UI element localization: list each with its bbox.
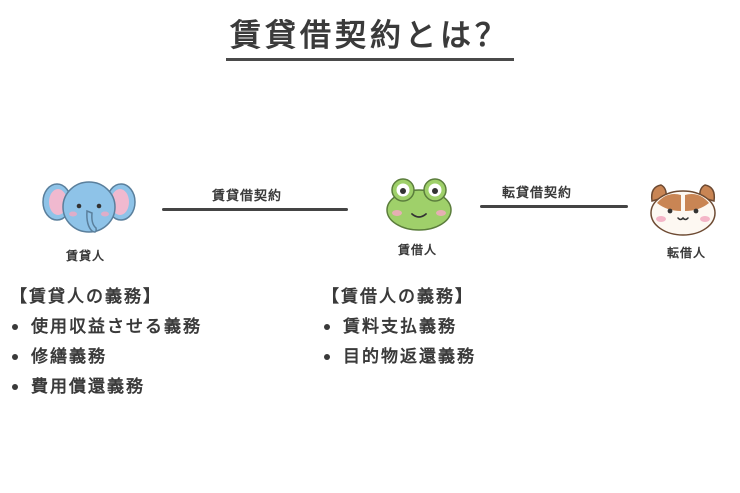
lessee-duties-heading: 【賃借人の義務】 — [322, 287, 474, 307]
page-title: 賃貸借契約とは？ — [0, 10, 740, 61]
lease-contract-label: 賃貸借契約 — [212, 189, 283, 204]
title-text: 賃貸借契約とは？ — [226, 10, 514, 61]
sublease-contract-line — [480, 205, 628, 208]
lessee-duties-list: 賃料支払義務 目的物返還義務 — [322, 312, 476, 372]
lessor-duties-list: 使用収益させる義務 修繕義務 費用償還義務 — [10, 312, 202, 402]
lessor-duty-item: 修繕義務 — [10, 342, 202, 372]
sublessee-label: 転借人 — [667, 246, 707, 260]
lessor-duties-heading: 【賃貸人の義務】 — [10, 287, 162, 307]
hamster-icon — [650, 184, 716, 236]
lease-contract-line — [162, 208, 348, 211]
lessor-duty-item: 使用収益させる義務 — [10, 312, 202, 342]
lessor-label: 賃貸人 — [66, 249, 106, 263]
elephant-icon — [42, 181, 136, 233]
lessor-duty-item: 費用償還義務 — [10, 372, 202, 402]
lessee-duty-item: 賃料支払義務 — [322, 312, 476, 342]
frog-icon — [386, 178, 452, 231]
lessor-duties: 【賃貸人の義務】 使用収益させる義務 修繕義務 費用償還義務 — [10, 282, 202, 402]
sublease-contract-label: 転貸借契約 — [502, 186, 573, 201]
lessee-label: 賃借人 — [398, 243, 438, 257]
lessee-duties: 【賃借人の義務】 賃料支払義務 目的物返還義務 — [322, 282, 476, 372]
lessee-duty-item: 目的物返還義務 — [322, 342, 476, 372]
